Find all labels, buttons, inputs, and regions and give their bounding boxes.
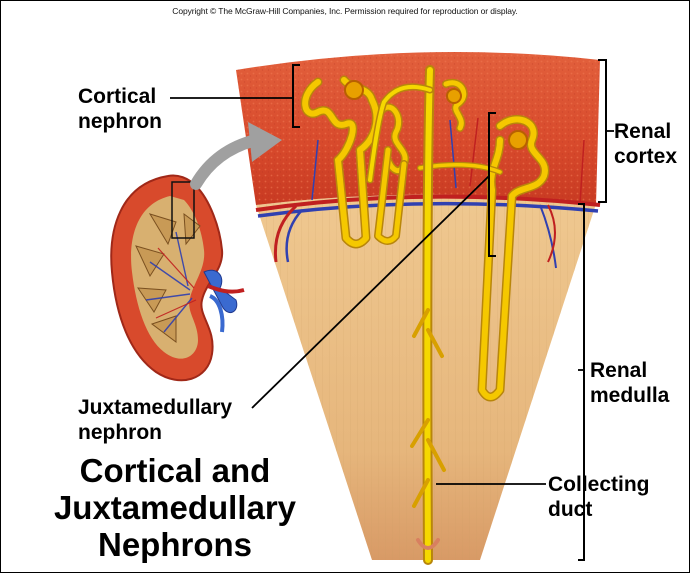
- image-border: [0, 0, 690, 573]
- diagram-stage: Copyright © The McGraw-Hill Companies, I…: [0, 0, 690, 573]
